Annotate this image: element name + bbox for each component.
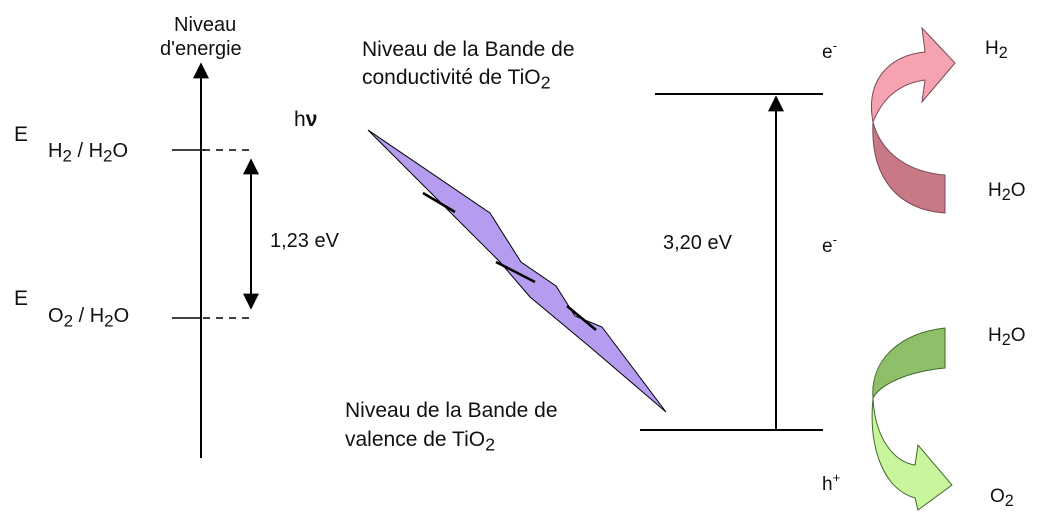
- oxidation-arrow-lower: [871, 397, 953, 511]
- electron-label-middle: e-: [822, 232, 838, 257]
- reduction-arrow-upper: [871, 26, 956, 124]
- electron-label-top: e-: [822, 38, 838, 63]
- photon-bolt: [367, 129, 667, 413]
- h2-potential-e: E: [14, 123, 29, 146]
- species-h2o-top: H2O: [988, 180, 1026, 205]
- energy-axis-title-line2: d'energie: [160, 38, 242, 60]
- redox-gap-label: 1,23 eV: [270, 230, 339, 252]
- species-h2o-bottom: H2O: [988, 325, 1026, 350]
- photon-bolt-detail: [422, 191, 597, 331]
- photon-label: hν: [294, 108, 318, 131]
- conduction-band-label-line1: Niveau de la Bande de: [362, 38, 575, 61]
- energy-axis-title-line1: Niveau: [174, 14, 237, 36]
- valence-band-label-line2: valence de TiO2: [345, 428, 496, 455]
- reduction-arrow-lower: [872, 121, 946, 214]
- valence-band-label-line1: Niveau de la Bande de: [345, 399, 558, 422]
- conduction-band-label-line2: conductivité de TiO2: [362, 66, 551, 93]
- species-o2: O2: [990, 486, 1014, 511]
- o2-potential-couple: O2 / H2O: [48, 305, 130, 331]
- oxidation-arrow-upper: [872, 327, 946, 400]
- band-gap-label: 3,20 eV: [663, 232, 732, 254]
- species-h2: H2: [985, 38, 1008, 63]
- o2-potential-e: E: [14, 287, 29, 310]
- hole-label: h+: [822, 470, 841, 495]
- h2-potential-couple: H2 / H2O: [48, 140, 129, 166]
